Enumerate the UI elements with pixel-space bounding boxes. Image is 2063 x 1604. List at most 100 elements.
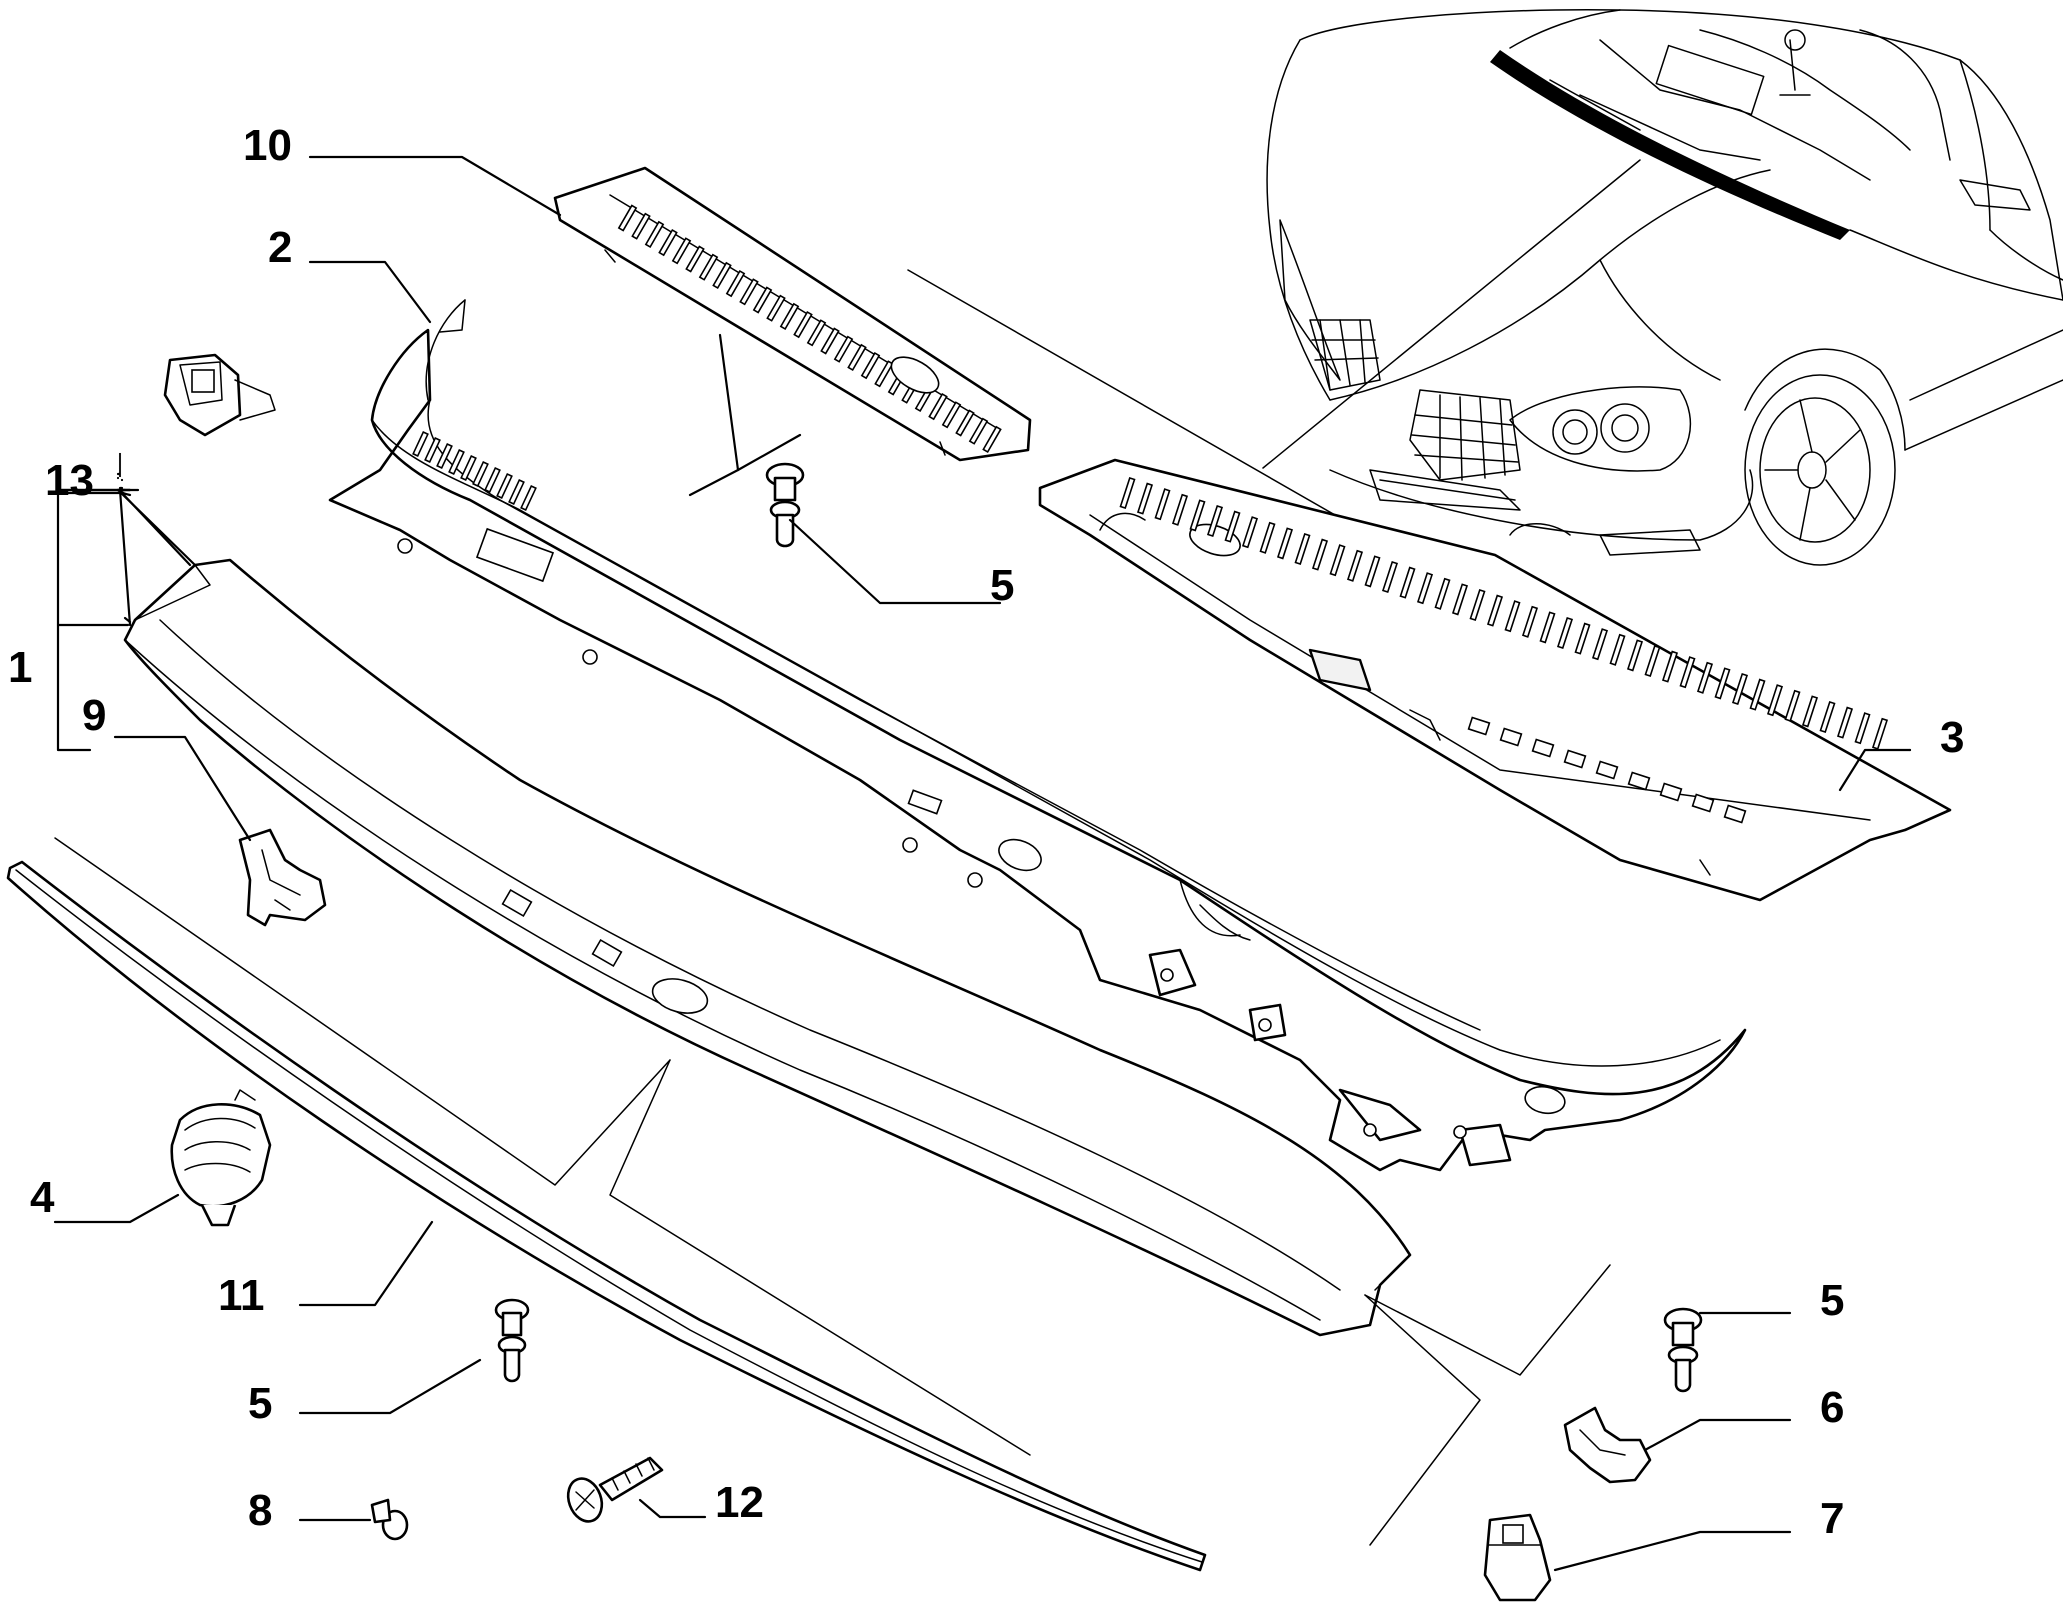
vent-slot — [1609, 633, 1626, 666]
leader-lines — [53, 155, 1912, 1572]
vent-slot — [412, 431, 429, 457]
callout-3[interactable]: 3 — [1940, 713, 1964, 762]
vent-slot — [1136, 482, 1154, 515]
vent-slot — [1626, 639, 1644, 672]
part-11-seal-strip[interactable] — [6, 860, 1207, 1572]
vent-slot — [752, 286, 773, 314]
part-9-clip[interactable] — [238, 828, 327, 927]
vent-slot — [658, 228, 678, 257]
part-5-push-rivet-bottom[interactable] — [494, 1298, 530, 1383]
part-5-push-rivet-top[interactable] — [765, 462, 805, 548]
vent-slot — [1241, 516, 1259, 549]
vent-slot — [1627, 771, 1651, 791]
vent-slot — [1749, 678, 1766, 711]
vent-slot — [1294, 532, 1311, 566]
vent-slot — [508, 479, 525, 505]
vent-slot — [955, 409, 975, 437]
callout-4[interactable]: 4 — [30, 1173, 55, 1222]
callout-11[interactable]: 11 — [218, 1271, 265, 1320]
vent-slot — [1486, 594, 1504, 627]
vent-slot — [1416, 572, 1434, 605]
vent-slot — [1801, 695, 1819, 728]
callout-5-right[interactable]: 5 — [1820, 1276, 1844, 1325]
callout-1[interactable]: 1 — [8, 643, 32, 692]
vent-slot — [1574, 622, 1591, 655]
callout-13[interactable]: 13 — [45, 456, 94, 505]
part-10-upper-grille[interactable] — [553, 166, 1032, 462]
vent-slot — [766, 294, 786, 322]
vent-slot — [1311, 538, 1329, 571]
vent-slot — [1539, 611, 1556, 644]
callout-5-top[interactable]: 5 — [990, 561, 1014, 610]
vent-slot — [436, 443, 453, 469]
vent-slot — [1434, 577, 1451, 610]
vent-slot — [1329, 544, 1346, 577]
callout-6[interactable]: 6 — [1820, 1383, 1844, 1432]
vent-slot — [833, 335, 854, 363]
vent-slot — [520, 485, 537, 511]
vent-slot — [1854, 712, 1871, 745]
vent-slot — [779, 302, 800, 331]
vent-slot — [1521, 605, 1539, 638]
vent-slot — [1399, 566, 1416, 599]
vent-slot — [1504, 600, 1521, 633]
vent-slot — [1154, 488, 1171, 521]
vent-slot — [725, 269, 746, 298]
vent-slot — [1591, 628, 1609, 661]
callout-5-bottom[interactable]: 5 — [248, 1379, 272, 1428]
vent-slot — [1691, 793, 1715, 813]
vent-slot — [1819, 700, 1836, 734]
vent-slot — [1171, 493, 1189, 526]
vent-slot — [424, 437, 441, 463]
vent-slot — [472, 461, 489, 487]
vent-slot — [968, 417, 989, 445]
vent-slot — [739, 278, 759, 306]
part-3-cowl-grille[interactable] — [1038, 458, 1952, 902]
vent-slot — [1836, 706, 1854, 739]
part-4-grommet[interactable] — [170, 1089, 272, 1227]
callout-9[interactable]: 9 — [82, 691, 106, 740]
part-6-clip[interactable] — [1563, 1406, 1652, 1484]
vent-slot — [712, 261, 732, 290]
vent-slot — [1206, 504, 1224, 538]
vent-slot — [1451, 583, 1469, 616]
vent-slot — [1661, 650, 1679, 683]
vent-slot — [1381, 560, 1399, 594]
vent-slot — [1556, 616, 1574, 650]
vent-slot — [1731, 672, 1749, 706]
vent-slot — [928, 392, 948, 421]
vent-slot — [1259, 521, 1276, 554]
callout-7[interactable]: 7 — [1820, 1494, 1844, 1543]
vent-slot — [617, 204, 638, 232]
vent-slot — [1644, 644, 1661, 678]
vent-slot — [1499, 727, 1523, 747]
vent-slot — [806, 319, 827, 347]
part-2-cowl-panel[interactable] — [328, 299, 1747, 1172]
part-5-push-rivet-right[interactable] — [1663, 1307, 1703, 1393]
part-7-nut-clip[interactable] — [1483, 1513, 1552, 1602]
part-1-lower-panel[interactable] — [123, 558, 1412, 1337]
part-8-screw[interactable] — [370, 1498, 409, 1541]
callout-10[interactable]: 10 — [243, 121, 292, 170]
vent-slot — [1696, 661, 1714, 694]
vent-slot — [1784, 689, 1801, 722]
vent-slot — [1563, 749, 1587, 769]
car-front-view — [1266, 9, 2063, 566]
vent-slot — [1871, 717, 1889, 750]
vent-slot — [1364, 555, 1381, 588]
callout-8[interactable]: 8 — [248, 1486, 272, 1535]
vent-slot — [1766, 684, 1784, 717]
vent-slot — [793, 310, 813, 339]
part-13-clip[interactable] — [163, 353, 276, 437]
vent-slot — [982, 425, 1002, 454]
vent-slot — [448, 449, 465, 475]
car-pointer-line — [1262, 159, 1641, 469]
callout-12[interactable]: 12 — [715, 1478, 764, 1527]
callout-2[interactable]: 2 — [268, 223, 292, 272]
vent-slot — [496, 473, 513, 499]
vent-slot — [685, 245, 705, 273]
part-12-screw[interactable] — [562, 1456, 664, 1526]
vent-slot — [1224, 510, 1241, 543]
